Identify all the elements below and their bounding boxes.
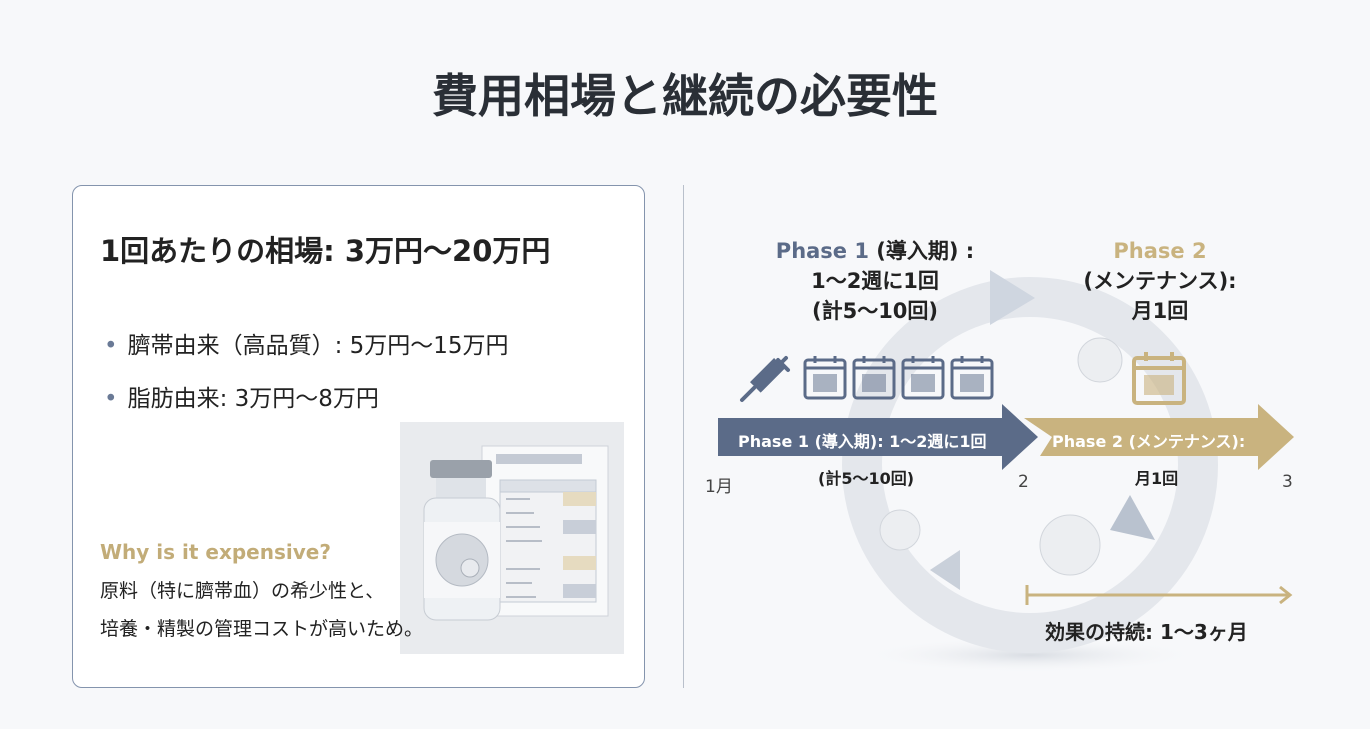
calendar-icon (901, 356, 945, 400)
divider (683, 185, 684, 688)
phase1-arrow-label: Phase 1 (導入期): 1〜2週に1回 (738, 432, 987, 451)
duration-bracket (1025, 585, 1293, 605)
tick-month-1: 1月 (705, 477, 733, 497)
tick-month-3: 3 (1282, 472, 1293, 492)
why-line-1: 原料（特に臍帯血）の希少性と、 (100, 580, 385, 602)
phase2-arrow (1024, 404, 1294, 470)
bullet-text: 臍帯由来（高品質）: 5万円〜15万円 (127, 333, 509, 359)
syringe-icon (740, 356, 790, 402)
calendar-icons (803, 356, 994, 400)
cost-heading: 1回あたりの相場: 3万円〜20万円 (100, 234, 551, 268)
phase1-name: Phase 1 (775, 239, 869, 263)
why-title: Why is it expensive? (100, 540, 331, 564)
duration-label: 効果の持続: 1〜3ヶ月 (1045, 620, 1248, 644)
timeline-arrows (718, 404, 1294, 470)
bullet-adipose: •脂肪由来: 3万円〜8万円 (104, 386, 379, 412)
phase2-subtitle: (メンテナンス): (1083, 269, 1237, 293)
calendar-icon (852, 356, 896, 400)
calendar-icon (803, 356, 847, 400)
phase2-arrow-label: Phase 2 (メンテナンス): (1052, 432, 1246, 451)
phase1-count: (計5〜10回) (811, 299, 939, 323)
bullet-umbilical: •臍帯由来（高品質）: 5万円〜15万円 (104, 333, 509, 359)
vial-document-illustration (400, 422, 624, 654)
calendar-gold-icon (1132, 352, 1186, 405)
bullet-text: 脂肪由来: 3万円〜8万円 (127, 386, 379, 412)
why-line-2: 培養・精製の管理コストが高いため。 (100, 618, 424, 640)
phase1-label: Phase 1 (導入期) : 1〜2週に1回 (計5〜10回) (745, 236, 1005, 326)
phase2-frequency-below: 月1回 (1135, 469, 1179, 488)
cycle-ring (842, 270, 1218, 673)
page-title: 費用相場と継続の必要性 (432, 69, 938, 123)
phase1-frequency: 1〜2週に1回 (811, 269, 939, 293)
phase2-frequency: 月1回 (1131, 299, 1189, 323)
phase1-suffix: (導入期) : (868, 239, 975, 263)
calendar-icon (950, 356, 994, 400)
phase2-name: Phase 2 (1113, 239, 1207, 263)
phase2-label: Phase 2 (メンテナンス): 月1回 (1040, 236, 1280, 326)
phase1-count-below: (計5〜10回) (818, 469, 915, 488)
phase1-arrow (718, 404, 1038, 470)
tick-month-2: 2 (1018, 472, 1029, 492)
